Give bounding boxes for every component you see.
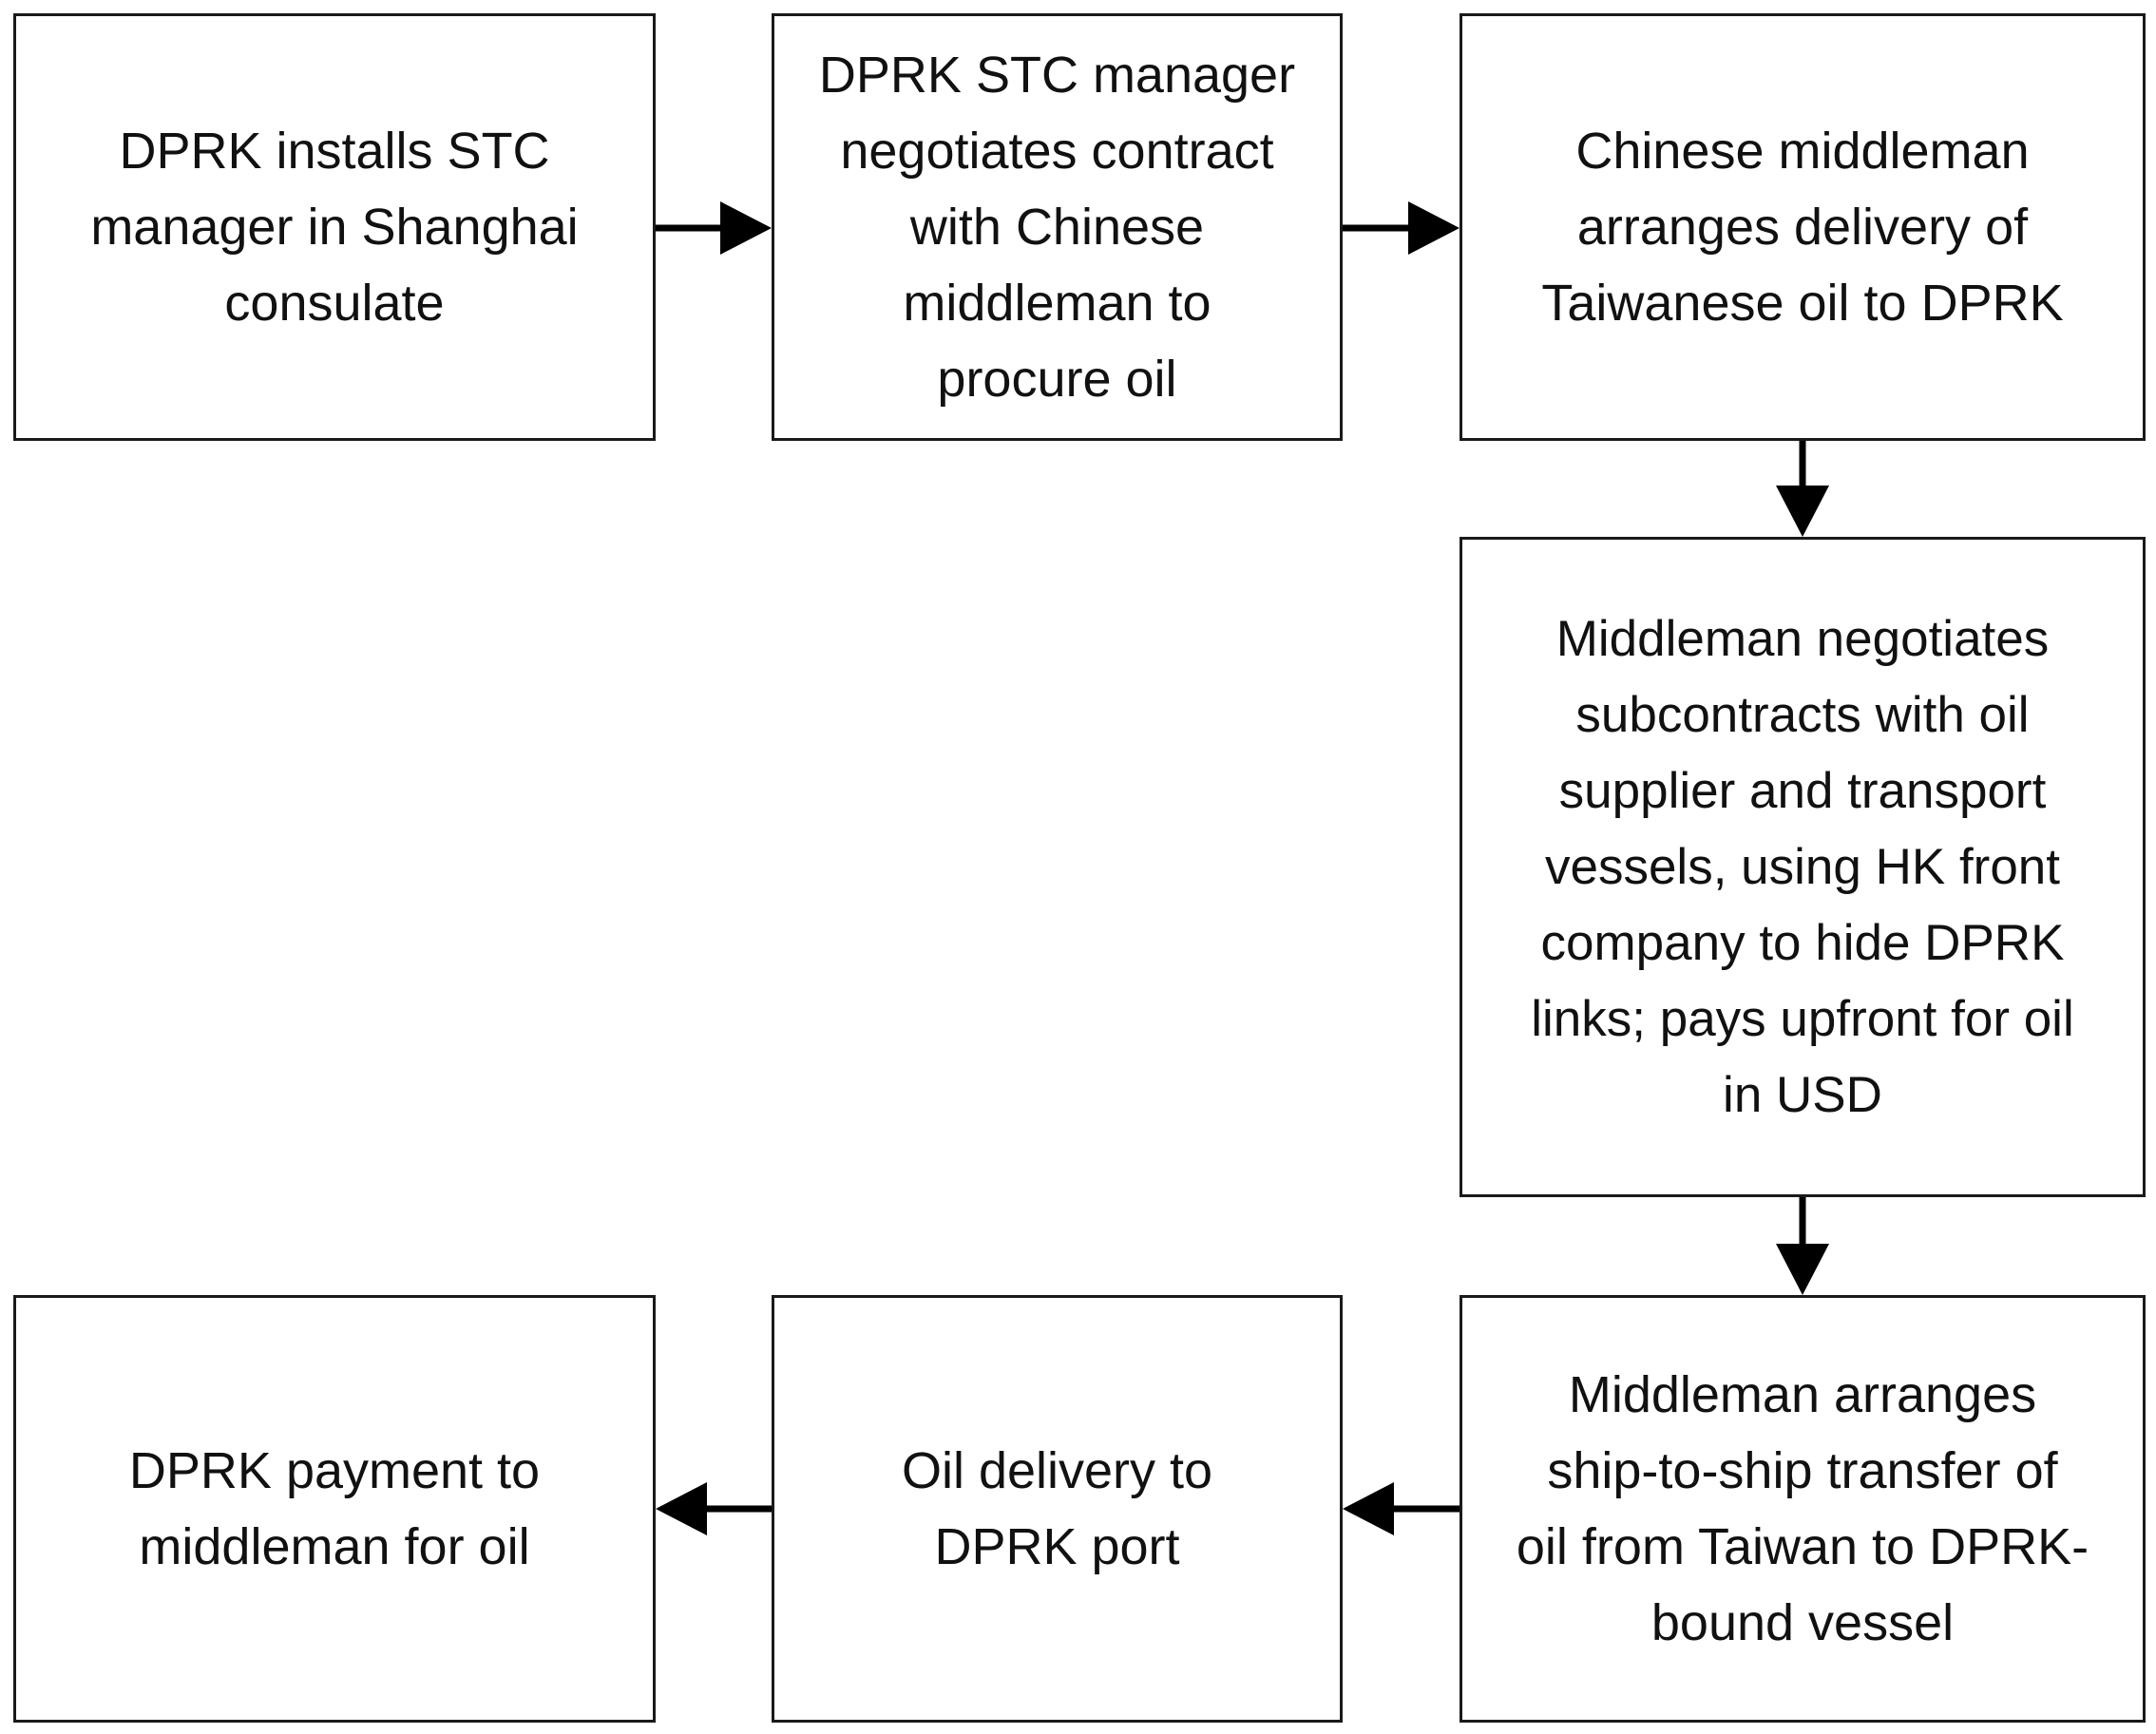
- flow-box-label: DPRK STC manager negotiates contract wit…: [818, 47, 1296, 408]
- flow-box-label: Oil delivery to DPRK port: [901, 1442, 1213, 1575]
- arrowhead-left-1: [1343, 1482, 1394, 1535]
- flow-box-arrange-delivery: Chinese middleman arranges delivery of T…: [1460, 13, 2146, 441]
- flow-box-label: DPRK payment to middleman for oil: [128, 1442, 541, 1575]
- arrowhead-left-2: [656, 1482, 707, 1535]
- arrowhead-down-2: [1776, 1244, 1829, 1295]
- flow-box-label: Chinese middleman arranges delivery of T…: [1541, 123, 2064, 332]
- flow-box-dprk-payment: DPRK payment to middleman for oil: [13, 1295, 656, 1723]
- flow-box-negotiate-contract: DPRK STC manager negotiates contract wit…: [772, 13, 1343, 441]
- flow-box-label: Middleman arranges ship-to-ship transfer…: [1516, 1366, 2089, 1651]
- flow-box-install-stc-manager: DPRK installs STC manager in Shanghai co…: [13, 13, 656, 441]
- flow-box-label: DPRK installs STC manager in Shanghai co…: [90, 123, 579, 332]
- flow-box-oil-delivery: Oil delivery to DPRK port: [772, 1295, 1343, 1723]
- arrowhead-down-1: [1776, 486, 1829, 537]
- flow-box-label: Middleman negotiates subcontracts with o…: [1531, 610, 2074, 1123]
- flow-box-ship-to-ship-transfer: Middleman arranges ship-to-ship transfer…: [1460, 1295, 2146, 1723]
- arrowhead-right-1: [720, 201, 772, 255]
- flow-box-negotiate-subcontracts: Middleman negotiates subcontracts with o…: [1460, 537, 2146, 1197]
- arrowhead-right-2: [1408, 201, 1460, 255]
